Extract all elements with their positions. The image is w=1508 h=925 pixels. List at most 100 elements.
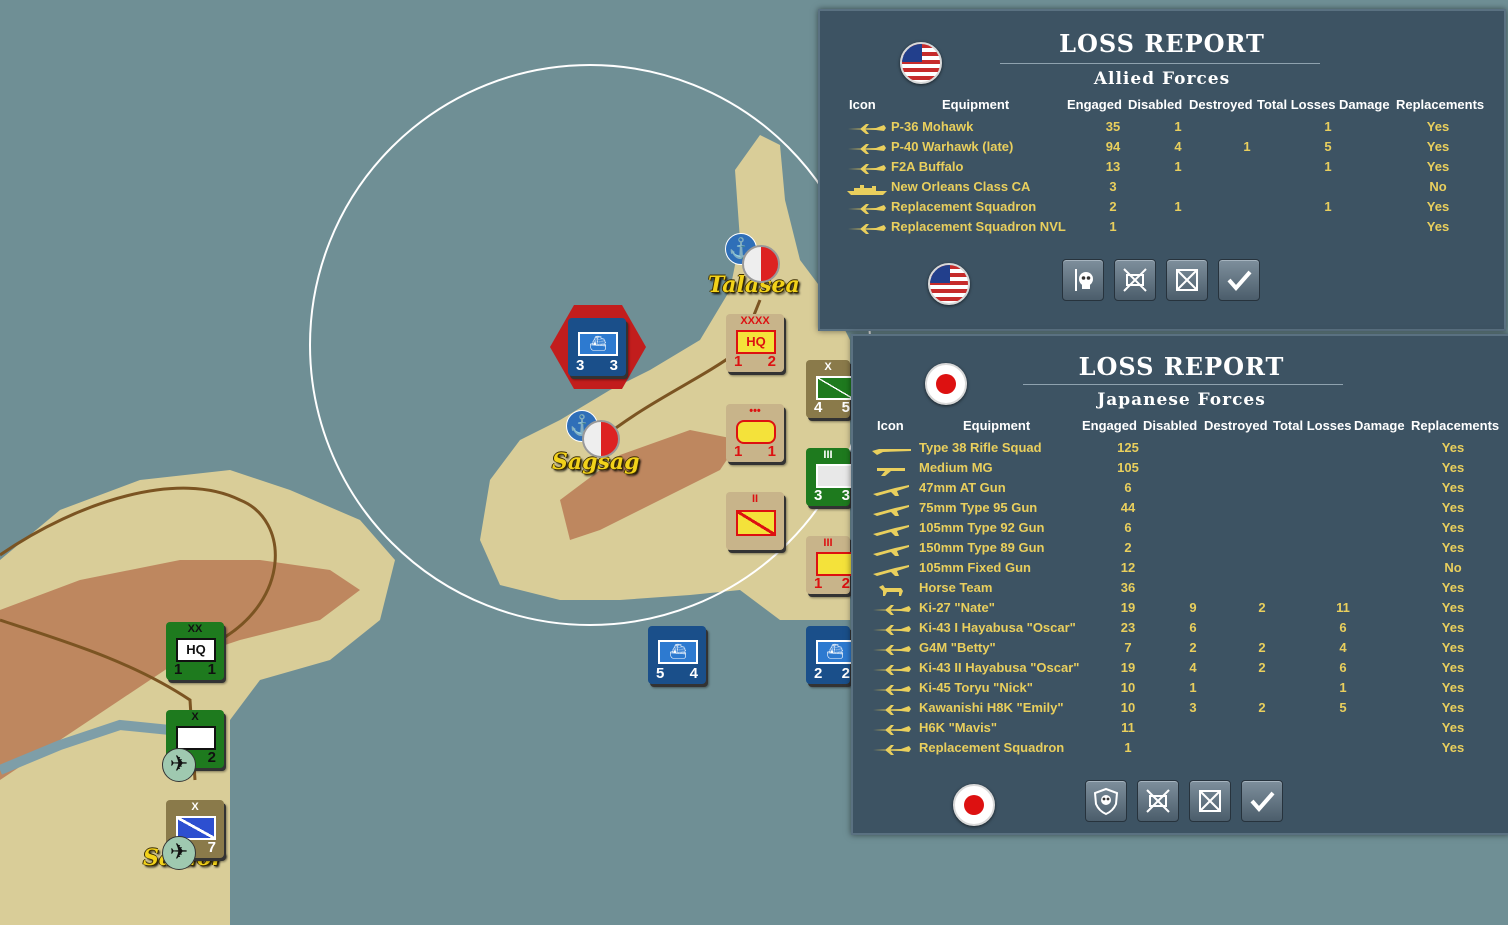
table-row[interactable]: P-36 Mohawk 35 1 1 Yes bbox=[820, 119, 1504, 139]
confirm-button[interactable] bbox=[1241, 780, 1283, 822]
airfield-icon[interactable]: ✈ bbox=[162, 748, 196, 782]
total-losses-value: 1 bbox=[1339, 680, 1347, 695]
counter-armor[interactable]: ••• 1 1 bbox=[726, 404, 784, 462]
disabled-value: 1 bbox=[1174, 119, 1182, 134]
disabled-equipment-button[interactable] bbox=[1189, 780, 1231, 822]
crossed-box-icon bbox=[1199, 790, 1221, 812]
plane-icon bbox=[873, 705, 911, 715]
contested-marker-icon[interactable] bbox=[742, 245, 780, 283]
casualties-button[interactable] bbox=[1062, 259, 1104, 301]
plane-icon bbox=[873, 745, 911, 755]
counter-jp-infantry-battalion[interactable]: II bbox=[726, 492, 784, 550]
mountain-range-2 bbox=[0, 560, 360, 780]
engaged-value: 1 bbox=[1124, 740, 1132, 755]
engaged-value: 35 bbox=[1105, 119, 1121, 134]
counter-infantry-regiment[interactable]: III 3 3 bbox=[806, 448, 854, 506]
confirm-button[interactable] bbox=[1218, 259, 1260, 301]
engaged-value: 2 bbox=[1109, 199, 1117, 214]
ship-icon: ⛴ bbox=[658, 640, 698, 664]
unit-size: III bbox=[823, 449, 833, 461]
replacements-value: Yes bbox=[1441, 700, 1465, 715]
equipment-name: F2A Buffalo bbox=[891, 159, 964, 174]
equipment-name: Ki-27 "Nate" bbox=[919, 600, 995, 615]
allied-loss-report-panel[interactable]: LOSS REPORT Allied Forces Icon Equipment… bbox=[818, 9, 1506, 331]
checkmark-icon bbox=[1227, 270, 1252, 292]
counter-naval-unit-2[interactable]: ⛴ 5 4 bbox=[648, 626, 706, 684]
col-replacements: Replacements bbox=[1411, 418, 1500, 433]
horse-icon bbox=[879, 585, 903, 596]
unit-size: ••• bbox=[749, 405, 761, 417]
plane-icon bbox=[848, 144, 886, 154]
panel-title: LOSS REPORT bbox=[1078, 352, 1285, 381]
crossed-equipment-icon bbox=[1146, 789, 1170, 813]
equipment-name: Kawanishi H8K "Emily" bbox=[919, 700, 1064, 715]
engaged-value: 36 bbox=[1120, 580, 1136, 595]
contested-marker-icon[interactable] bbox=[582, 420, 620, 458]
disabled-value: 4 bbox=[1174, 139, 1182, 154]
total-losses-value: 6 bbox=[1339, 660, 1347, 675]
counter-hq[interactable]: XXXX HQ 1 2 bbox=[726, 314, 784, 372]
col-total-losses: Total Losses bbox=[1273, 418, 1352, 433]
total-losses-value: 1 bbox=[1324, 119, 1332, 134]
panel-title: LOSS REPORT bbox=[1059, 29, 1265, 58]
japanese-loss-report-panel[interactable]: LOSS REPORT Japanese Forces Icon Equipme… bbox=[851, 334, 1508, 835]
disabled-equipment-button[interactable] bbox=[1166, 259, 1208, 301]
destroyed-equipment-button[interactable] bbox=[1137, 780, 1179, 822]
disabled-value: 1 bbox=[1174, 159, 1182, 174]
plane-icon bbox=[873, 665, 911, 675]
equipment-name: G4M "Betty" bbox=[919, 640, 996, 655]
counter-naval-unit-3[interactable]: ⛴ 2 2 bbox=[806, 626, 854, 684]
engaged-value: 7 bbox=[1124, 640, 1132, 655]
unit-size: X bbox=[824, 361, 832, 373]
equipment-name: Ki-43 I Hayabusa "Oscar" bbox=[919, 620, 1076, 635]
replacements-value: Yes bbox=[1426, 159, 1450, 174]
counter-naval-unit[interactable]: ⛴ 3 3 bbox=[568, 318, 626, 376]
col-icon: Icon bbox=[877, 418, 904, 433]
replacements-value: Yes bbox=[1441, 640, 1465, 655]
casualties-button[interactable] bbox=[1085, 780, 1127, 822]
counter-move: 4 bbox=[689, 665, 698, 682]
replacements-value: Yes bbox=[1441, 720, 1465, 735]
counter-jp-infantry-regiment[interactable]: III 1 2 bbox=[806, 536, 854, 594]
gun-icon bbox=[873, 485, 909, 496]
replacements-value: Yes bbox=[1426, 199, 1450, 214]
counter-infantry-brigade[interactable]: X 4 5 bbox=[806, 360, 854, 418]
destroyed-equipment-button[interactable] bbox=[1114, 259, 1156, 301]
replacements-value: Yes bbox=[1441, 500, 1465, 515]
plane-icon bbox=[848, 204, 886, 214]
mountain-range bbox=[560, 430, 740, 540]
airfield-icon[interactable]: ✈ bbox=[162, 836, 196, 870]
replacements-value: No bbox=[1429, 179, 1447, 194]
engaged-value: 94 bbox=[1105, 139, 1121, 154]
replacements-value: Yes bbox=[1426, 119, 1450, 134]
engaged-value: 3 bbox=[1109, 179, 1117, 194]
unit-size: II bbox=[751, 493, 759, 505]
equipment-name: P-36 Mohawk bbox=[891, 119, 974, 134]
equipment-name: Horse Team bbox=[919, 580, 993, 595]
infantry-symbol bbox=[816, 376, 854, 400]
counter-move: 5 bbox=[841, 399, 850, 416]
counter-hq-2[interactable]: XX HQ 1 1 bbox=[166, 622, 224, 680]
engaged-value: 2 bbox=[1124, 540, 1132, 555]
